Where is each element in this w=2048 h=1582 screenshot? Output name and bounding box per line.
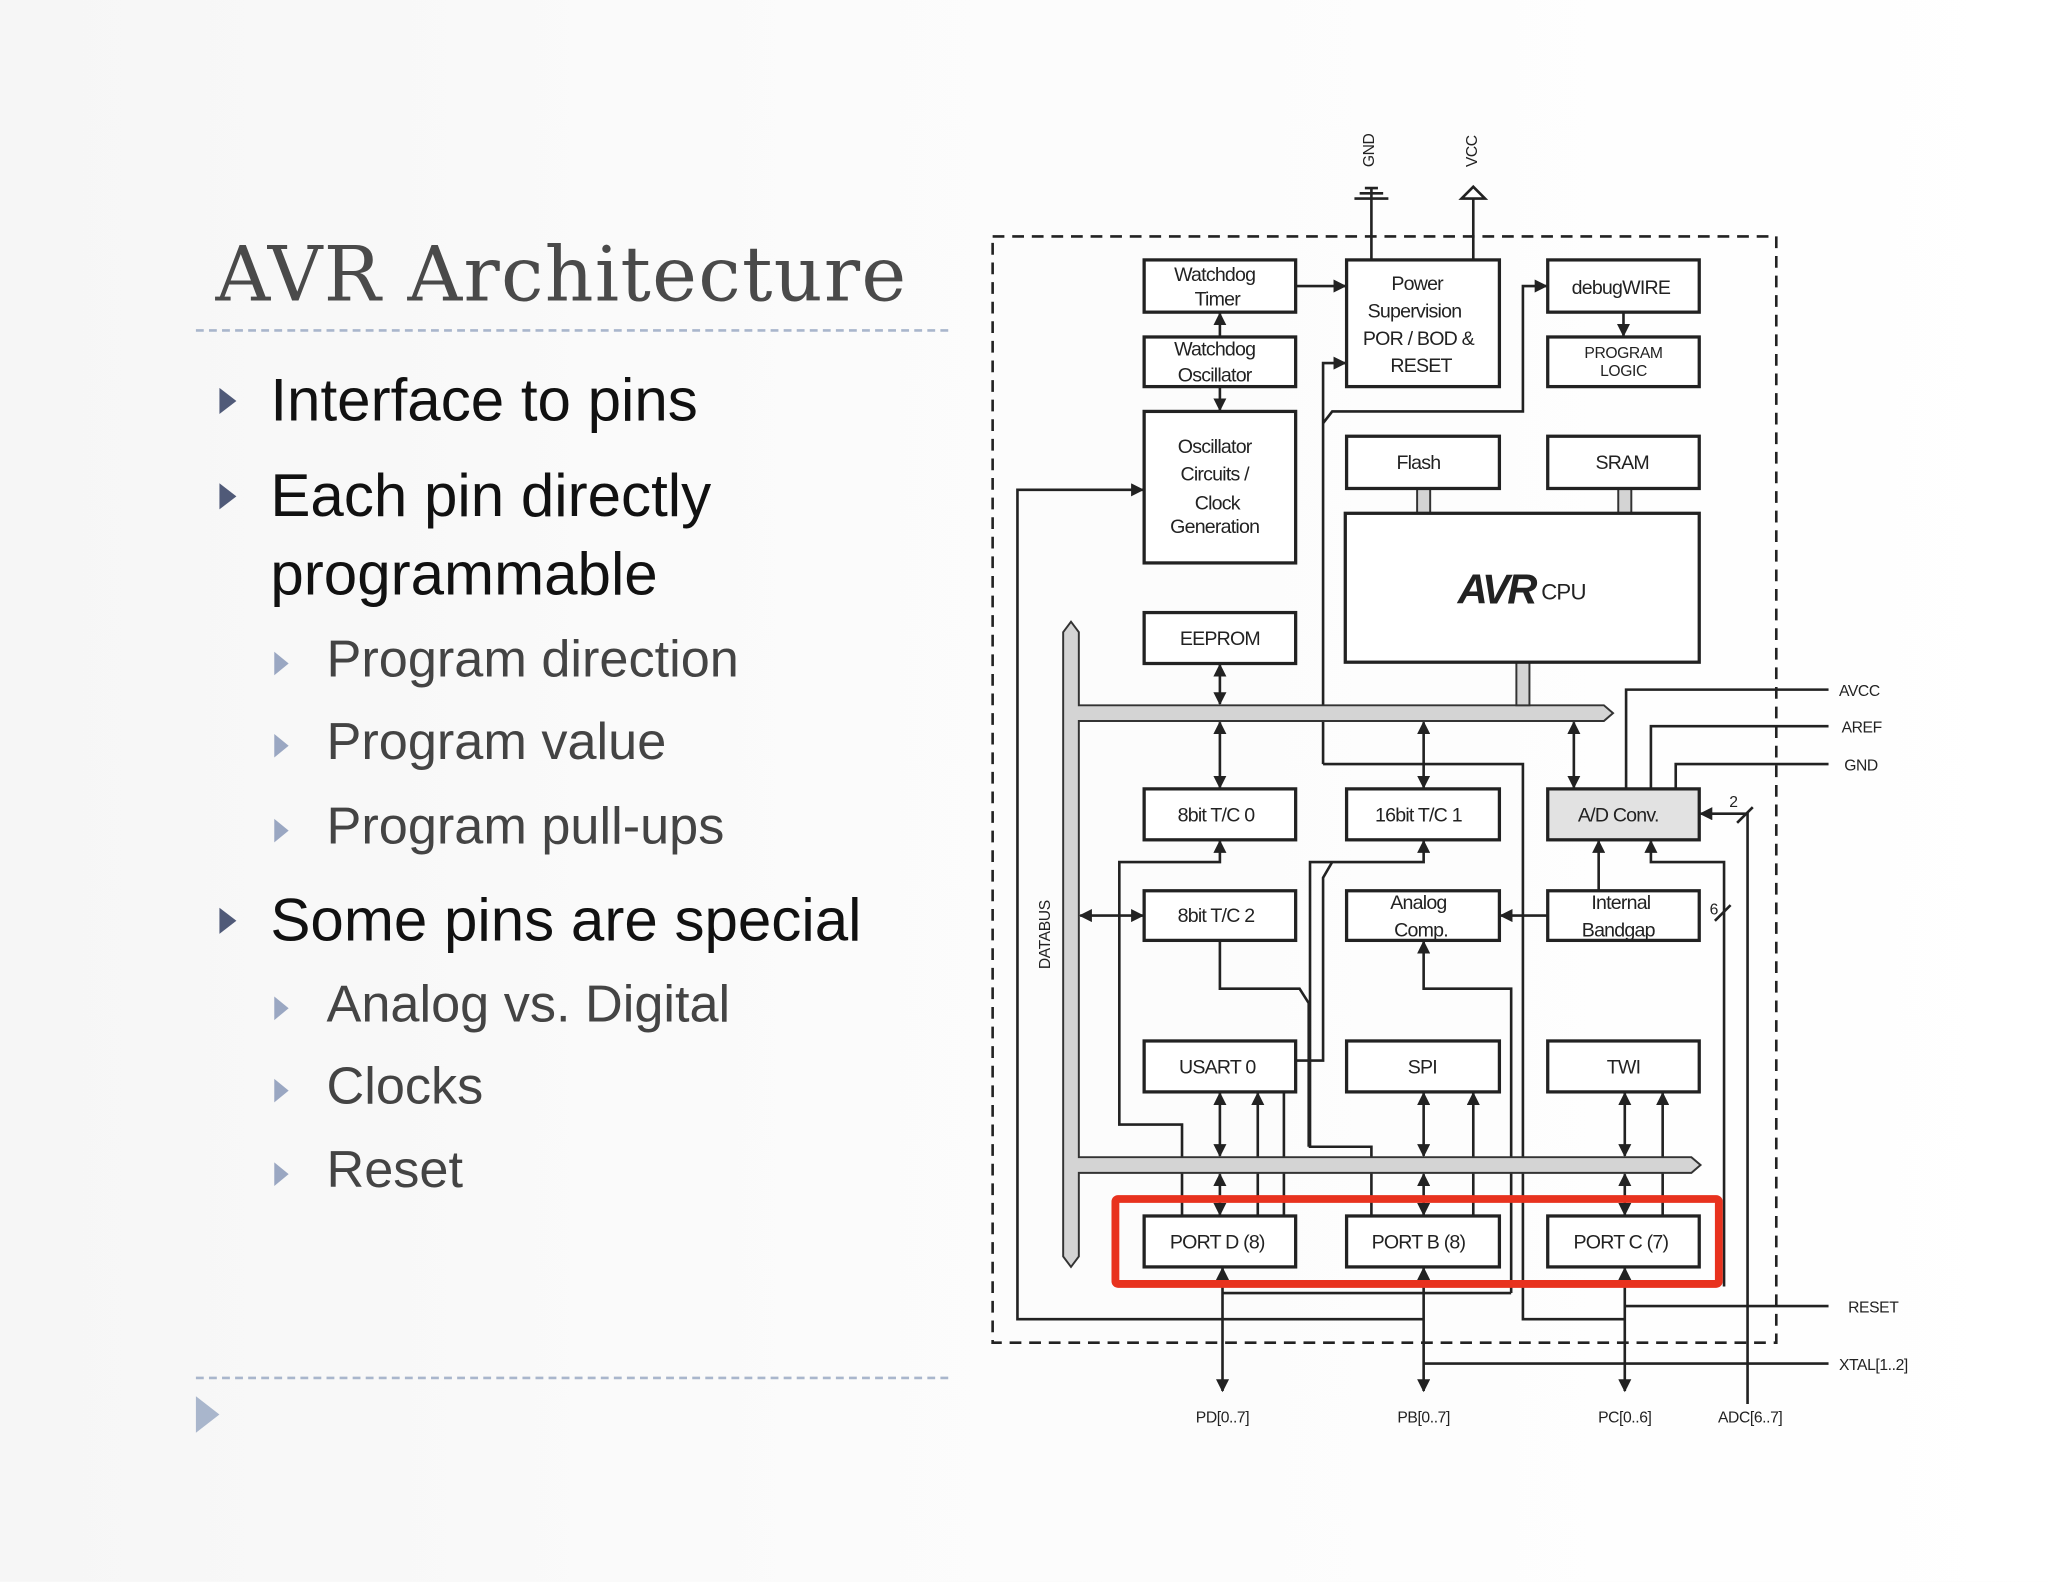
title-divider xyxy=(195,329,949,332)
block-16bit-tc1: 16bit T/C 1 xyxy=(1344,787,1502,842)
block-eeprom: EEPROM xyxy=(1142,610,1298,666)
svg-text:Clock: Clock xyxy=(1195,492,1241,514)
pd-pin-label: PD[0..7] xyxy=(1196,1409,1249,1426)
databus-label: DATABUS xyxy=(1037,900,1054,969)
aref-pin-label: AREF xyxy=(1842,720,1882,737)
svg-text:TWI: TWI xyxy=(1607,1057,1641,1079)
sub-bullet-triangle-icon xyxy=(274,818,289,843)
svg-text:CPU: CPU xyxy=(1541,579,1586,604)
block-port-d: PORT D (8) xyxy=(1142,1214,1298,1269)
svg-text:debugWIRE: debugWIRE xyxy=(1572,277,1671,299)
chip-boundary xyxy=(991,235,1778,1344)
block-program-logic: PROGRAM LOGIC xyxy=(1546,335,1701,389)
sub-bullet-triangle-icon xyxy=(274,1078,289,1103)
bandgap-bus-width: 6 xyxy=(1710,901,1719,918)
svg-text:Circuits /: Circuits / xyxy=(1181,464,1251,486)
sub-bullet-item: Program pull-ups xyxy=(326,798,725,856)
block-power-supervision: Power Supervision POR / BOD & RESET xyxy=(1344,258,1502,389)
block-analog-comparator: Analog Comp. xyxy=(1344,889,1502,943)
avr-logo: AVR xyxy=(1457,565,1538,612)
gnd-pin-label: GND xyxy=(1361,133,1378,167)
bullet-triangle-icon xyxy=(219,483,237,510)
block-watchdog-oscillator: Watchdog Oscillator xyxy=(1142,335,1298,389)
block-spi: SPI xyxy=(1344,1039,1502,1094)
block-twi: TWI xyxy=(1546,1039,1701,1094)
sub-bullet-item: Clocks xyxy=(326,1057,484,1116)
svg-text:POR / BOD &: POR / BOD & xyxy=(1363,328,1475,350)
block-internal-bandgap: Internal Bandgap xyxy=(1546,889,1701,943)
svg-text:8bit T/C 2: 8bit T/C 2 xyxy=(1178,905,1255,927)
xtal-pin-label: XTAL[1..2] xyxy=(1839,1357,1908,1374)
pc-pin-label: PC[0..6] xyxy=(1598,1409,1651,1426)
block-port-c: PORT C (7) xyxy=(1546,1214,1701,1269)
svg-text:USART 0: USART 0 xyxy=(1179,1057,1256,1079)
block-port-b: PORT B (8) xyxy=(1344,1214,1502,1269)
sub-bullet-triangle-icon xyxy=(274,651,289,676)
svg-text:Generation: Generation xyxy=(1170,516,1259,538)
svg-text:Watchdog: Watchdog xyxy=(1174,264,1255,286)
svg-text:LOGIC: LOGIC xyxy=(1600,363,1647,380)
svg-text:PROGRAM: PROGRAM xyxy=(1584,345,1662,362)
block-usart0: USART 0 xyxy=(1142,1039,1298,1094)
block-debugwire: debugWIRE xyxy=(1546,258,1701,314)
sub-bullet-triangle-icon xyxy=(274,996,289,1021)
svg-text:PORT B (8): PORT B (8) xyxy=(1372,1232,1466,1254)
sub-bullet-triangle-icon xyxy=(274,1162,289,1186)
bullet-item-continued: programmable xyxy=(270,539,658,608)
svg-text:PORT C (7): PORT C (7) xyxy=(1573,1232,1668,1254)
block-8bit-tc2: 8bit T/C 2 xyxy=(1142,889,1298,943)
agnd-pin-label: GND xyxy=(1844,758,1878,775)
block-oscillator-clock: Oscillator Circuits / Clock Generation xyxy=(1142,409,1298,565)
ground-symbol-icon xyxy=(1354,186,1389,260)
ports-highlight-box xyxy=(1111,1195,1723,1288)
footer-divider xyxy=(195,1376,949,1380)
slide-title: AVR Architecture xyxy=(215,229,908,319)
sub-bullet-item: Program direction xyxy=(326,630,739,689)
block-flash: Flash xyxy=(1344,434,1502,491)
svg-text:Supervision: Supervision xyxy=(1368,300,1462,322)
block-ad-converter: A/D Conv. xyxy=(1546,787,1701,842)
svg-text:A/D Conv.: A/D Conv. xyxy=(1578,805,1659,827)
next-slide-triangle-icon[interactable] xyxy=(195,1396,220,1433)
svg-text:Power: Power xyxy=(1391,273,1444,295)
sub-bullet-item: Program value xyxy=(326,713,667,771)
vcc-symbol-icon xyxy=(1458,184,1489,260)
block-avr-cpu: AVR CPU xyxy=(1343,511,1701,664)
bullet-triangle-icon xyxy=(219,907,237,934)
bullet-item: Interface to pins xyxy=(270,365,698,434)
svg-text:RESET: RESET xyxy=(1390,355,1452,377)
bullet-item: Some pins are special xyxy=(270,885,862,954)
svg-text:EEPROM: EEPROM xyxy=(1180,628,1260,650)
svg-text:16bit T/C 1: 16bit T/C 1 xyxy=(1375,805,1462,827)
bullet-item: Each pin directly xyxy=(270,461,712,529)
adc-bus-width: 2 xyxy=(1729,794,1737,811)
pb-pin-label: PB[0..7] xyxy=(1397,1409,1450,1426)
bullet-triangle-icon xyxy=(219,387,237,415)
svg-text:Oscillator: Oscillator xyxy=(1178,364,1253,386)
svg-text:Analog: Analog xyxy=(1390,892,1446,914)
svg-text:Bandgap: Bandgap xyxy=(1582,919,1656,941)
svg-text:Internal: Internal xyxy=(1591,892,1650,914)
svg-text:Oscillator: Oscillator xyxy=(1178,436,1253,458)
block-watchdog-timer: Watchdog Timer xyxy=(1142,258,1298,314)
svg-text:Timer: Timer xyxy=(1195,289,1242,311)
block-sram: SRAM xyxy=(1546,434,1701,491)
svg-text:PORT D (8): PORT D (8) xyxy=(1170,1232,1265,1254)
sub-bullet-item: Analog vs. Digital xyxy=(326,975,731,1034)
svg-text:SRAM: SRAM xyxy=(1595,452,1648,474)
svg-text:Comp.: Comp. xyxy=(1394,919,1448,941)
reset-pin-label: RESET xyxy=(1848,1300,1899,1317)
svg-text:SPI: SPI xyxy=(1408,1057,1437,1079)
svg-text:Watchdog: Watchdog xyxy=(1174,338,1255,360)
vcc-pin-label: VCC xyxy=(1464,135,1481,167)
sub-bullet-triangle-icon xyxy=(274,734,289,758)
svg-text:8bit T/C 0: 8bit T/C 0 xyxy=(1178,805,1256,827)
avcc-pin-label: AVCC xyxy=(1839,683,1880,700)
block-8bit-tc0: 8bit T/C 0 xyxy=(1142,787,1298,842)
svg-text:Flash: Flash xyxy=(1396,452,1440,474)
adc-pin-label: ADC[6..7] xyxy=(1718,1409,1782,1426)
sub-bullet-item: Reset xyxy=(326,1141,464,1199)
